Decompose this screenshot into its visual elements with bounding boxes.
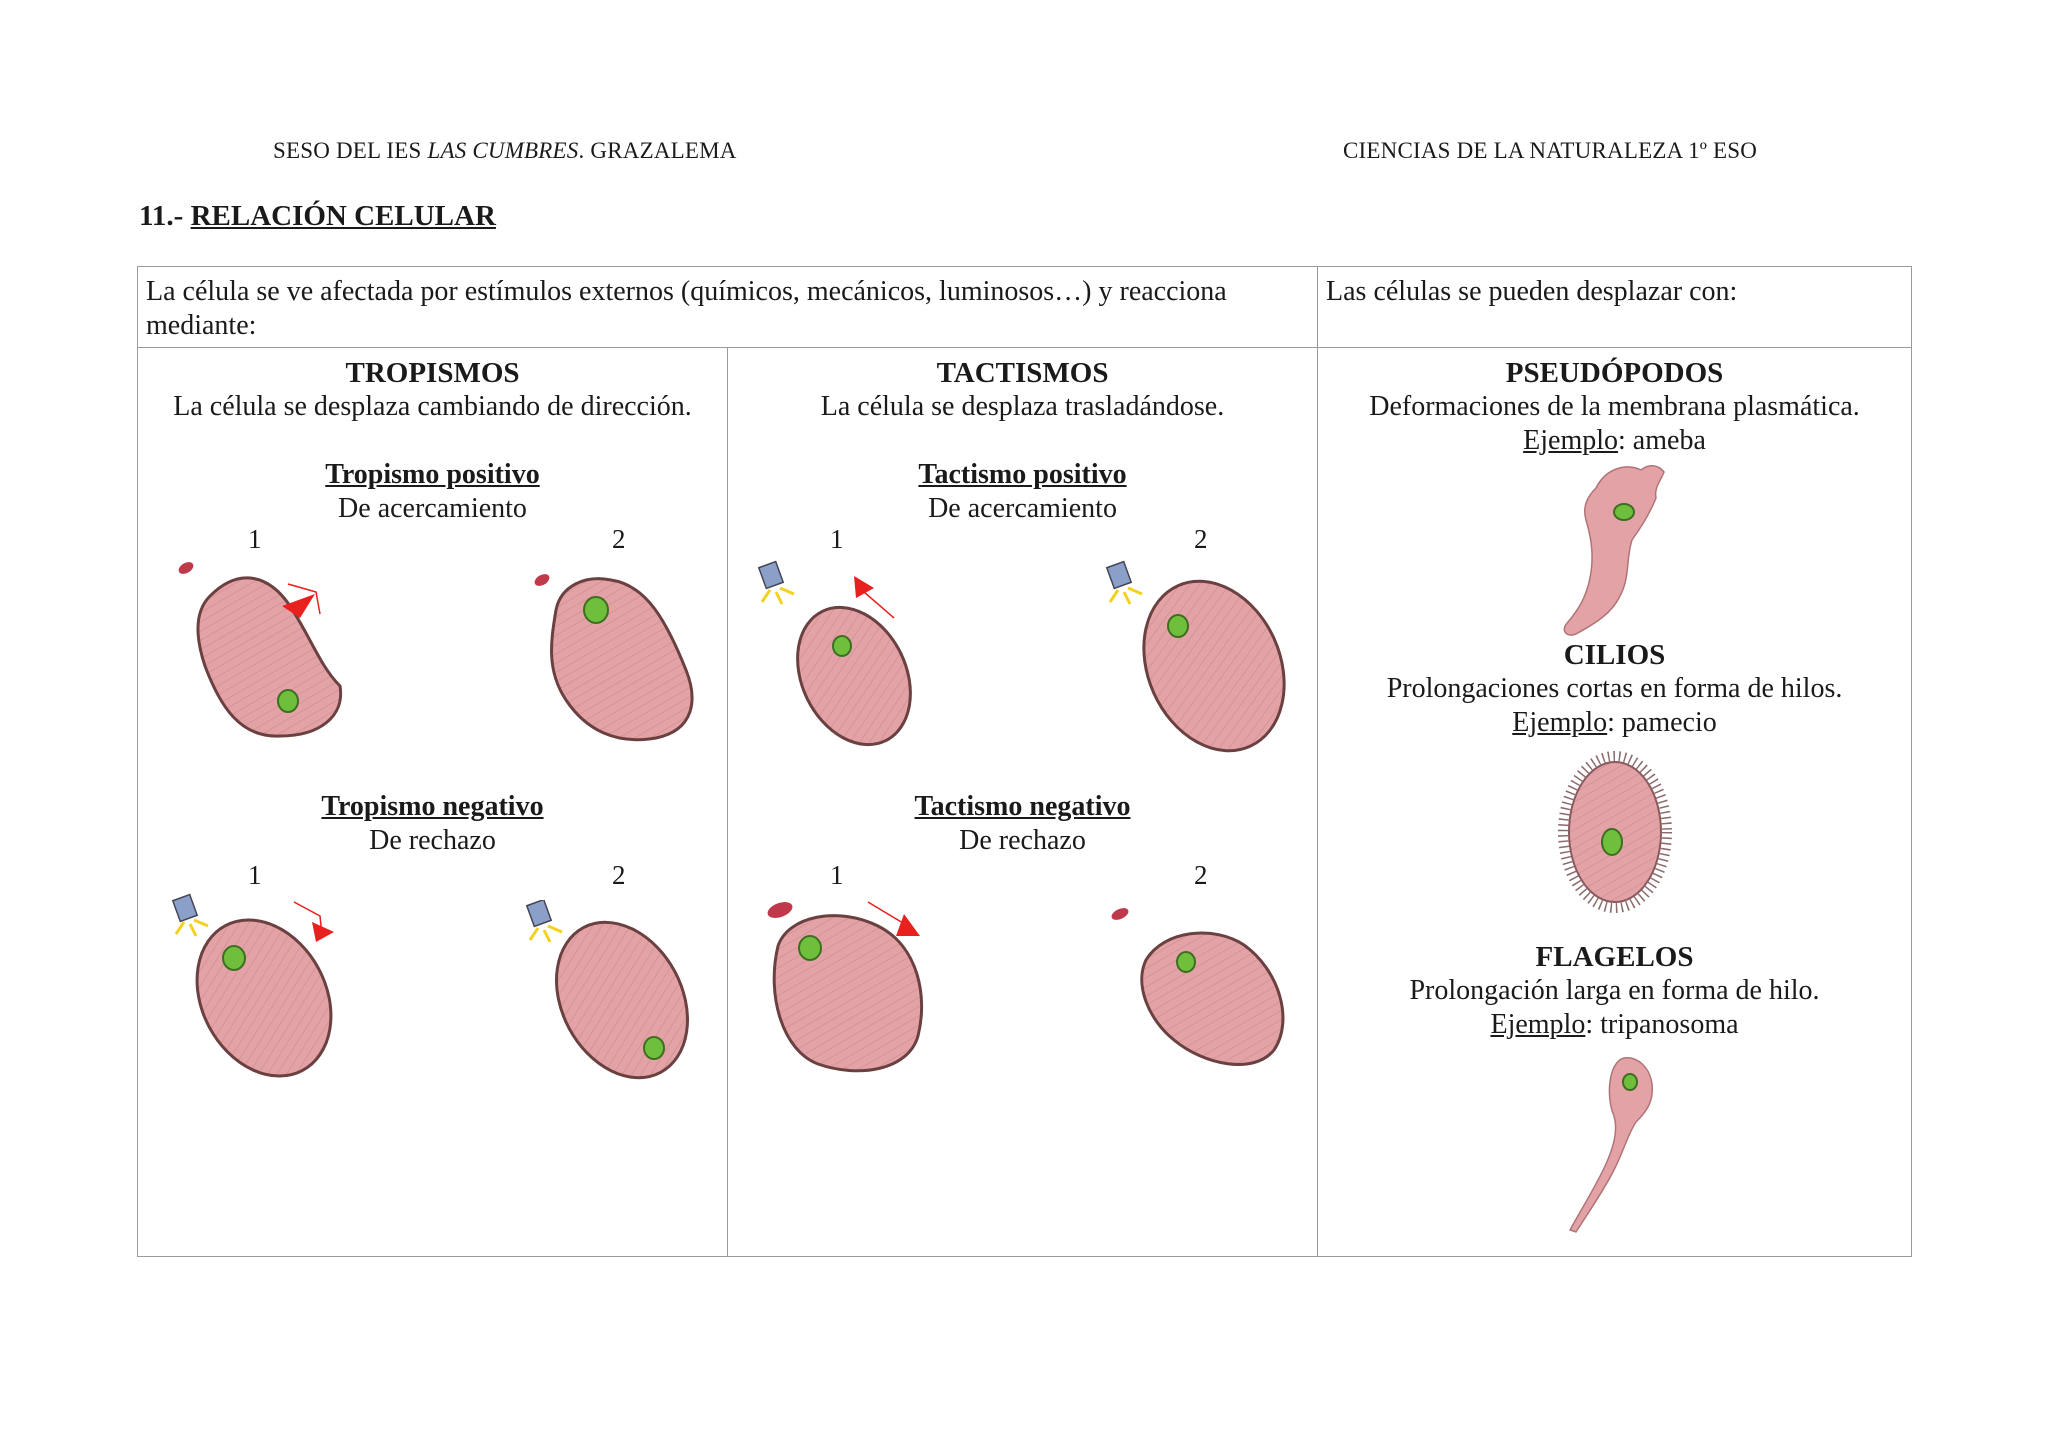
- locomotion-intro: Las células se pueden desplazar con:: [1318, 267, 1911, 340]
- pseudopodos-example: Ejemplo: ameba: [1318, 424, 1911, 458]
- nucleus-icon: [1614, 504, 1634, 520]
- tactismo-positivo-desc: De acercamiento: [728, 492, 1317, 526]
- nucleus-icon: [584, 597, 608, 623]
- pseudopodos-heading: PSEUDÓPODOS: [1318, 348, 1911, 390]
- flagelos-example: Ejemplo: tripanosoma: [1318, 1008, 1911, 1042]
- arrow-icon: [896, 914, 920, 936]
- cell-illustration: [522, 900, 702, 1085]
- step-number-1: 1: [830, 860, 844, 891]
- intro-text: La célula se ve afectada por estímulos e…: [138, 267, 1317, 340]
- cell-illustration: [1104, 900, 1299, 1080]
- cell-relation-table: La célula se ve afectada por estímulos e…: [137, 266, 1912, 1257]
- header-school: SESO DEL IES LAS CUMBRES. GRAZALEMA: [273, 138, 737, 164]
- pseudopodos-description: Deformaciones de la membrana plasmática.: [1318, 390, 1911, 424]
- light-icon: [527, 900, 562, 942]
- tactismos-description: La célula se desplaza trasladándose.: [728, 390, 1317, 424]
- nucleus-icon: [644, 1037, 664, 1059]
- step-number-2: 2: [612, 524, 626, 555]
- tactismos-column: TACTISMOS La célula se desplaza trasladá…: [728, 348, 1317, 1256]
- tropismo-negativo-desc: De rechazo: [138, 824, 727, 858]
- light-icon: [1107, 562, 1142, 604]
- tropismo-positivo-desc: De acercamiento: [138, 492, 727, 526]
- cilios-example: Ejemplo: pamecio: [1318, 706, 1911, 740]
- step-number-2: 2: [612, 860, 626, 891]
- ameba-illustration: [1546, 458, 1676, 643]
- light-icon: [173, 895, 208, 936]
- nucleus-icon: [833, 636, 851, 656]
- cell-illustration: [170, 556, 350, 746]
- chemical-drop-icon: [533, 572, 552, 589]
- header-subject: CIENCIAS DE LA NATURALEZA 1º ESO: [1343, 138, 1757, 164]
- cilios-description: Prolongaciones cortas en forma de hilos.: [1318, 672, 1911, 706]
- tactismo-negativo-title: Tactismo negativo: [728, 790, 1317, 824]
- step-number-2: 2: [1194, 524, 1208, 555]
- cilios-heading: CILIOS: [1318, 638, 1911, 672]
- tripanosoma-illustration: [1554, 1050, 1674, 1240]
- tactismo-negativo-desc: De rechazo: [728, 824, 1317, 858]
- nucleus-icon: [1623, 1074, 1637, 1090]
- page-title: 11.- RELACIÓN CELULAR: [139, 200, 496, 233]
- paramecio-illustration: [1552, 750, 1678, 915]
- flagelos-heading: FLAGELOS: [1318, 940, 1911, 974]
- tropismos-description: La célula se desplaza cambiando de direc…: [138, 390, 727, 424]
- tropismos-heading: TROPISMOS: [138, 348, 727, 390]
- tactismo-positivo-title: Tactismo positivo: [728, 458, 1317, 492]
- chemical-drop-icon: [177, 560, 196, 577]
- arrow-icon: [312, 922, 334, 942]
- chemical-drop-icon: [1110, 906, 1131, 923]
- tropismos-column: TROPISMOS La célula se desplaza cambiand…: [138, 348, 727, 1256]
- cell-illustration: [526, 560, 706, 745]
- light-icon: [759, 562, 794, 604]
- step-number-2: 2: [1194, 860, 1208, 891]
- arrow-icon: [854, 576, 874, 598]
- cell-illustration: [758, 896, 943, 1081]
- chemical-drop-icon: [765, 899, 794, 921]
- cell-illustration: [754, 560, 944, 750]
- nucleus-icon: [1602, 829, 1622, 855]
- nucleus-icon: [278, 690, 298, 712]
- tropismo-positivo-title: Tropismo positivo: [138, 458, 727, 492]
- flagelos-description: Prolongación larga en forma de hilo.: [1318, 974, 1911, 1008]
- tactismos-heading: TACTISMOS: [728, 348, 1317, 390]
- nucleus-icon: [1177, 952, 1195, 972]
- cell-illustration: [1102, 560, 1297, 755]
- tropismo-negativo-title: Tropismo negativo: [138, 790, 727, 824]
- nucleus-icon: [223, 946, 245, 970]
- locomotion-column: PSEUDÓPODOS Deformaciones de la membrana…: [1318, 348, 1911, 1256]
- step-number-1: 1: [830, 524, 844, 555]
- step-number-1: 1: [248, 524, 262, 555]
- step-number-1: 1: [248, 860, 262, 891]
- nucleus-icon: [799, 936, 821, 960]
- cell-illustration: [166, 892, 356, 1082]
- nucleus-icon: [1168, 615, 1188, 637]
